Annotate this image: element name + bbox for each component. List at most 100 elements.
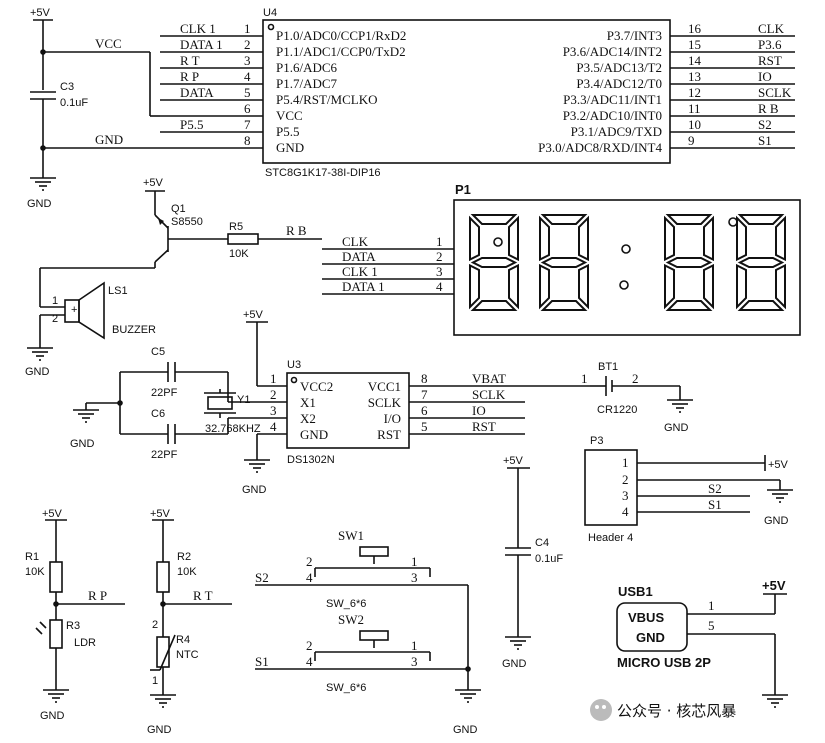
p1-ref: P1 (455, 182, 471, 197)
u3-ref: U3 (287, 359, 301, 371)
c4-v5: +5V (503, 455, 524, 467)
u4-pnum-13: 13 (688, 69, 701, 84)
usb1-connector: USB1 VBUS GND MICRO USB 2P 1 5 +5V (616, 578, 789, 708)
u4-pnum-11: 11 (688, 101, 701, 116)
u4-net-l5: DATA (180, 85, 214, 100)
p3-header: P3 1 2 3 4 +5V S2 S1 GND Header 4 (584, 435, 794, 544)
gnd-label-ntc: GND (147, 724, 172, 736)
u4-pnum-2: 2 (244, 37, 251, 52)
digit-2-seg-f (539, 215, 550, 262)
gnd-label-u3: GND (242, 484, 267, 496)
ldr-divider: +5V R1 10K R P R3 LDR GND (25, 508, 125, 722)
sw1-pin3: 3 (411, 570, 418, 585)
r2-ref: R2 (177, 551, 191, 563)
sw1-pin2: 2 (306, 554, 313, 569)
u4-mcu: U4 STC8G1K17-38I-DIP16 CLK 1 DATA 1 R T … (160, 7, 795, 179)
wechat-icon (590, 699, 612, 721)
u3-net-6: IO (472, 403, 486, 418)
digit-4-seg-g (737, 257, 785, 268)
u4-pnum-12: 12 (688, 85, 701, 100)
bt1-pin2: 2 (632, 371, 639, 386)
p1-net-3: CLK 1 (342, 264, 378, 279)
switches: SW1 2 1 4 3 S2 SW_6*6 SW2 2 1 4 3 S1 SW_… (255, 528, 482, 736)
sw1-ref: SW1 (338, 528, 364, 543)
p3-label: Header 4 (588, 532, 633, 544)
u4-pnum-4: 4 (244, 69, 251, 84)
digit-2-seg-b (578, 215, 589, 262)
r1-ref: R1 (25, 551, 39, 563)
sw1-pin4: 4 (306, 570, 313, 585)
u4-net-r13: IO (758, 69, 772, 84)
r1-v5: +5V (42, 508, 63, 520)
usb1-ref: USB1 (618, 584, 653, 599)
u4-net-l2: DATA 1 (180, 37, 223, 52)
u4-pname-10: P3.1/ADC9/TXD (571, 124, 662, 139)
u4-pnum-9: 9 (688, 133, 695, 148)
u4-pname-5: P5.4/RST/MCLKO (276, 92, 378, 107)
r3-ref: R3 (66, 620, 80, 632)
sw2-ref: SW2 (338, 612, 364, 627)
ls1-ref: LS1 (108, 285, 128, 297)
power-rail: +5V VCC C3 0.1uF GND GND (27, 7, 160, 210)
u4-pname-14: P3.5/ADC13/T2 (576, 60, 662, 75)
y1-value: 32.768KHZ (205, 423, 261, 435)
r1-value: 10K (25, 566, 45, 578)
digit-3-seg-f (664, 215, 675, 262)
p3-net-3: S2 (708, 481, 722, 496)
p1-pin-1: 1 (436, 234, 443, 249)
u3-pnum-5: 5 (421, 419, 428, 434)
digit-2-seg-g (540, 257, 588, 268)
p1-net-1: CLK (342, 234, 369, 249)
usb1-pin-gnd: GND (636, 630, 665, 645)
u4-pname-12: P3.3/ADC11/INT1 (563, 92, 662, 107)
u4-pname-7: P5.5 (276, 124, 299, 139)
r4-ref: R4 (176, 634, 190, 646)
digit-3-seg-e (664, 263, 675, 310)
sw2-pin4: 4 (306, 654, 313, 669)
r2-v5: +5V (150, 508, 171, 520)
u3-pnum-8: 8 (421, 371, 428, 386)
u4-ref: U4 (263, 7, 277, 19)
u4-pnum-3: 3 (244, 53, 251, 68)
u4-net-r14: RST (758, 53, 782, 68)
u4-pname-13: P3.4/ADC12/T0 (576, 76, 662, 91)
buzzer-driver: +5V Q1 S8550 R5 10K R B + LS1 BUZZER 1 2… (25, 177, 322, 378)
u4-net-r9: S1 (758, 133, 772, 148)
digit-2-seg-a (540, 214, 588, 225)
bt1-ref: BT1 (598, 361, 618, 373)
usb1-part: MICRO USB 2P (617, 655, 711, 670)
r4-pin1: 1 (152, 675, 158, 687)
u3-v5: +5V (243, 309, 264, 321)
u4-pnum-1: 1 (244, 21, 251, 36)
digit-4-seg-a (737, 214, 785, 225)
u3-pnum-4: 4 (270, 419, 277, 434)
u4-net-r16: CLK (758, 21, 785, 36)
sw2-net: S1 (255, 654, 269, 669)
c4-cap: +5V C4 0.1uF GND (502, 455, 563, 670)
bt1-value: CR1220 (597, 404, 637, 416)
p1-pin-3: 3 (436, 264, 443, 279)
gnd-label-c3: GND (27, 198, 52, 210)
gnd-label-bt1: GND (664, 422, 689, 434)
p3-net-1: +5V (768, 459, 789, 471)
sw2-pin2: 2 (306, 638, 313, 653)
u3-pname-7: SCLK (368, 395, 402, 410)
ntc-divider: +5V R2 10K R T R4 NTC 2 1 GND (147, 508, 232, 736)
ls1-pin2: 2 (52, 313, 58, 325)
p3-ref: P3 (590, 435, 603, 447)
u4-pname-9: P3.0/ADC8/RXD/INT4 (538, 140, 662, 155)
gnd-net-label: GND (95, 132, 123, 147)
u4-net-l7: P5.5 (180, 117, 203, 132)
u4-net-r15: P3.6 (758, 37, 782, 52)
u4-net-l4: R P (180, 69, 199, 84)
u4-net-r11: R B (758, 101, 779, 116)
u4-pname-6: VCC (276, 108, 303, 123)
c5-value: 22PF (151, 387, 178, 399)
bt1-pin1: 1 (581, 371, 588, 386)
digit-4-seg-e (736, 263, 747, 310)
u3-pnum-3: 3 (270, 403, 277, 418)
u4-pname-15: P3.6/ADC14/INT2 (563, 44, 662, 59)
v5-label-top: +5V (30, 7, 51, 19)
seven-segment-digits (469, 214, 786, 311)
u3-pname-2: X1 (300, 395, 316, 410)
